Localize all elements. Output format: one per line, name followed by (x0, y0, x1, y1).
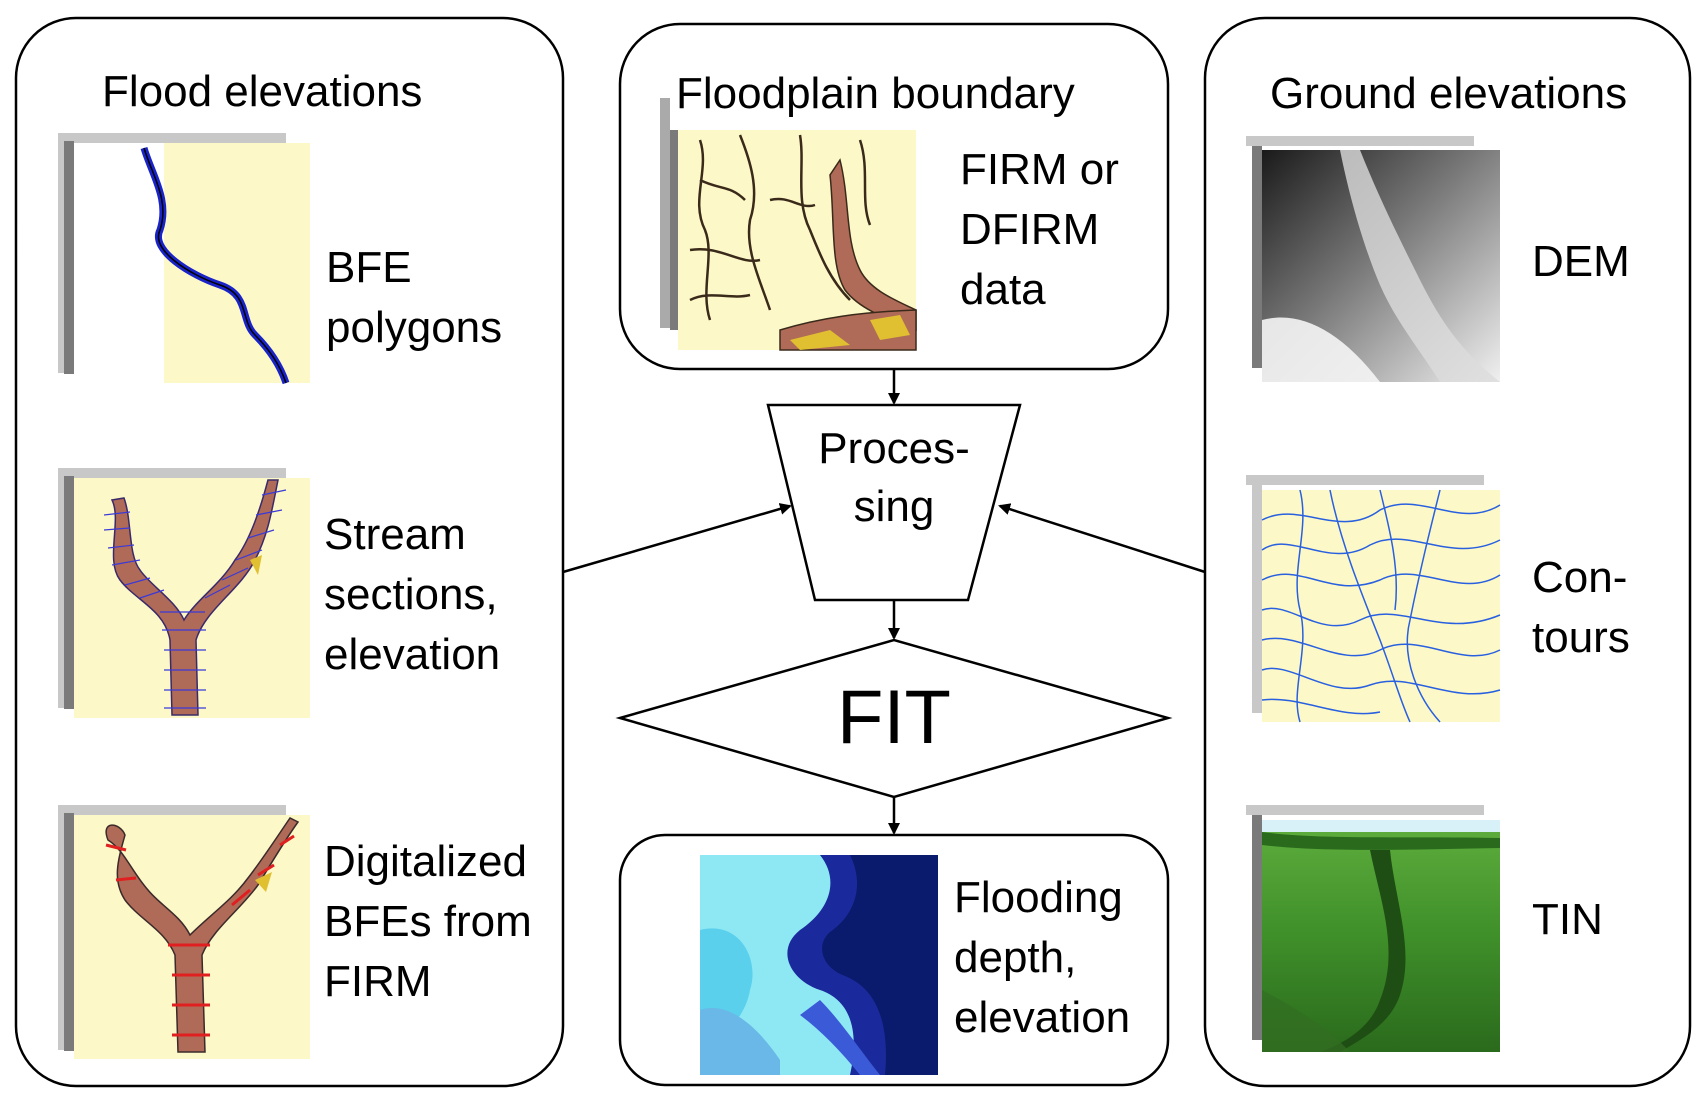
bfe-polygons-thumbnail (58, 133, 310, 385)
stream-sections-label: Stream sections, elevation (324, 510, 501, 679)
tin-label: TIN (1532, 895, 1603, 944)
processing-label: Proces- sing (818, 424, 970, 531)
firm-dfirm-thumbnail (660, 98, 917, 351)
panel-flood-elevations (14, 16, 565, 1088)
digitalized-bfes-thumbnail (58, 805, 310, 1059)
fit-label: FIT (837, 675, 951, 760)
fit-diamond (615, 638, 1173, 799)
digitalized-bfes-label: Digitalized BFEs from FIRM (324, 837, 532, 1006)
tin-thumbnail (1246, 805, 1500, 1052)
arrow-flood-to-processing (562, 503, 792, 574)
stream-sections-thumbnail (58, 468, 310, 718)
panel-output (618, 833, 1170, 1087)
dem-label: DEM (1532, 237, 1630, 286)
panel-ground-elevations (1203, 16, 1692, 1088)
floodplain-boundary-title: Floodplain boundary (676, 69, 1075, 118)
dem-thumbnail (1246, 136, 1500, 382)
processing-shape (766, 403, 1022, 602)
firm-dfirm-label: FIRM or DFIRM data (960, 145, 1119, 314)
bfe-polygons-label: BFE polygons (326, 243, 503, 352)
contours-thumbnail (1246, 475, 1501, 723)
flood-elevations-title: Flood elevations (102, 67, 423, 116)
arrow-ground-to-processing (998, 503, 1206, 574)
ground-elevations-title: Ground elevations (1270, 69, 1628, 118)
flooding-depth-thumbnail (700, 855, 938, 1075)
flooding-depth-label: Flooding depth, elevation (954, 873, 1131, 1042)
contours-label: Con- tours (1532, 553, 1630, 662)
